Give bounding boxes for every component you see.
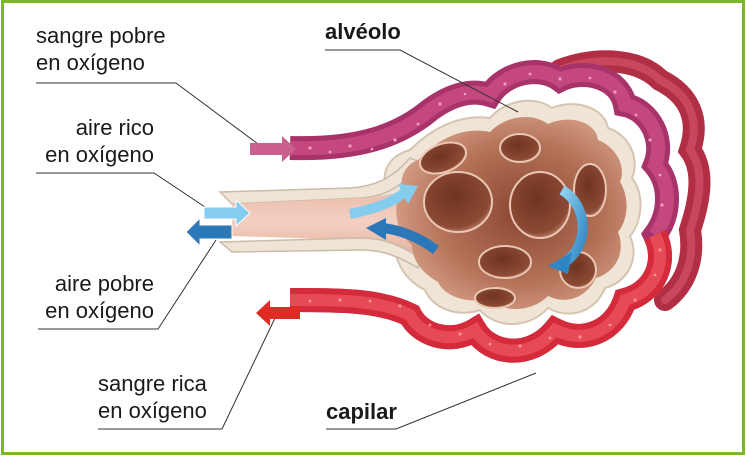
label-sangre-pobre: sangre pobre en oxígeno [36, 22, 166, 76]
alveolar-pockets [418, 133, 607, 309]
arrow-air-diffuse-in [349, 184, 418, 219]
leader-sangre-rica [98, 315, 277, 430]
leader-aire-pobre [38, 239, 217, 330]
label-sangre-rica-line1: sangre rica [98, 371, 207, 396]
label-aire-pobre-line2: en oxígeno [45, 298, 154, 323]
label-sangre-rica: sangre rica en oxígeno [98, 370, 207, 424]
capillary-back-loops [549, 50, 711, 311]
arrow-venous-blood-in [250, 136, 296, 162]
arrow-air-out [185, 216, 233, 248]
label-sangre-pobre-line1: sangre pobre [36, 23, 166, 48]
arrow-air-diffuse-out [366, 218, 439, 255]
label-aire-rico: aire rico en oxígeno [36, 114, 154, 168]
label-aire-rico-line1: aire rico [75, 115, 154, 140]
leader-capilar [326, 372, 537, 430]
label-sangre-pobre-line2: en oxígeno [36, 50, 145, 75]
leader-sangre-pobre [36, 82, 263, 148]
leader-alveolo [325, 49, 519, 113]
arrow-arterial-blood-out [256, 300, 300, 326]
blood-cells-dots [308, 72, 664, 207]
label-capilar: capilar [326, 399, 397, 424]
arrow-air-in [203, 198, 251, 228]
leader-aire-rico [36, 172, 215, 214]
label-alveolo: alvéolo [325, 19, 401, 44]
label-sangre-rica-line2: en oxígeno [98, 398, 207, 423]
arrow-gas-exchange-cycle [548, 185, 588, 274]
label-aire-pobre-line1: aire pobre [54, 271, 154, 296]
label-aire-pobre: aire pobre en oxígeno [38, 270, 154, 324]
label-aire-rico-line2: en oxígeno [45, 142, 154, 167]
leader-lines [36, 49, 537, 430]
